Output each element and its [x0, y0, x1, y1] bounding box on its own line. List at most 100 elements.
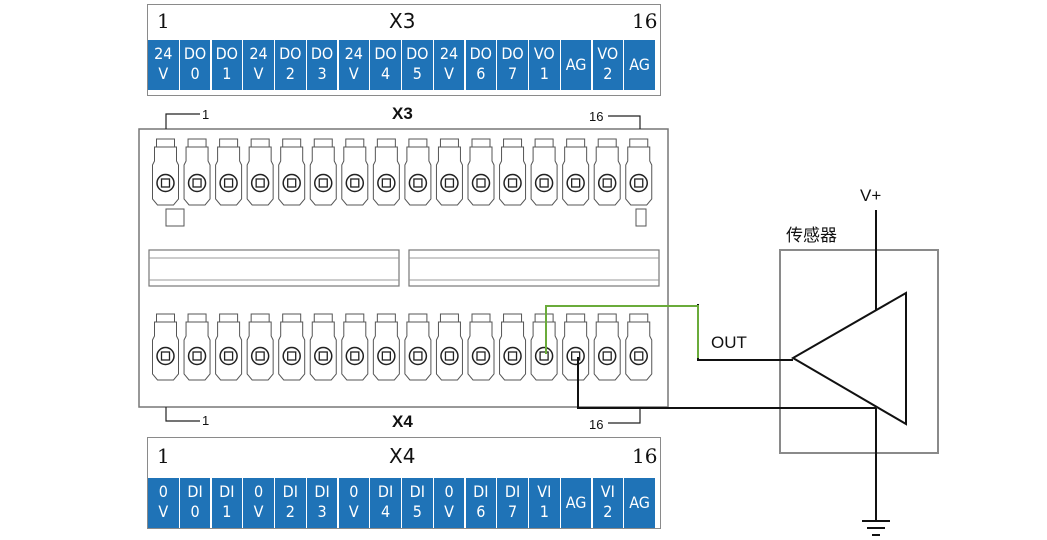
x4-terminal-tab-10	[439, 313, 459, 323]
x3-terminal-tab-1	[156, 138, 175, 148]
x4-terminal-screw-slot-3	[223, 351, 234, 361]
sensor-amplifier-symbol	[791, 291, 907, 426]
x3-terminal-screw-slot-1	[160, 178, 171, 188]
x4-terminal-screw-slot-6	[318, 351, 328, 361]
x4-terminal-screw-slot-12	[507, 351, 518, 361]
x4-terminal-tab-8	[376, 313, 396, 323]
x4-terminal-tab-5	[282, 313, 302, 323]
x3-terminal-tab-9	[408, 138, 428, 148]
ag-return-wire	[577, 357, 876, 409]
x4-header-title: X4	[389, 444, 416, 468]
x3-terminal-screw-slot-14	[571, 178, 581, 188]
x4-terminal-screw-slot-2	[192, 351, 202, 361]
x4-terminal-screw-slot-4	[255, 351, 265, 361]
x3-terminal-screw-slot-4	[255, 178, 265, 188]
x4-terminal-tab-4	[250, 313, 270, 323]
x3-terminal-tab-7	[345, 138, 365, 148]
x3-terminal-tab-16	[629, 138, 649, 148]
x4-terminal-tab-3	[219, 313, 239, 323]
x4-terminal-tab-15	[597, 313, 617, 323]
module-top-last-pin-label: 16	[589, 109, 604, 124]
x3-terminal-screw-slot-12	[507, 178, 518, 188]
ground-icon	[862, 520, 890, 536]
x3-terminal-screw-slot-2	[192, 178, 202, 188]
x4-terminal-tab-16	[629, 313, 649, 323]
x3-terminal-screw-slot-5	[287, 178, 297, 188]
x3-terminal-tab-2	[187, 138, 207, 148]
x4-terminal-screw-slot-13	[539, 351, 549, 361]
x3-latch-right	[635, 208, 647, 227]
x4-header-first-pin: 1	[157, 444, 170, 468]
supply-label: V+	[860, 186, 882, 205]
x3-terminal-screw-slot-13	[539, 178, 549, 188]
x3-terminal-tab-8	[376, 138, 396, 148]
bottom-bracket-right	[608, 407, 641, 424]
top-bracket-right	[608, 115, 641, 129]
x3-terminal-screw-slot-15	[602, 178, 612, 188]
x4-terminal-tab-14	[566, 313, 586, 323]
sensor-box	[779, 249, 939, 454]
x4-terminal-tab-12	[503, 313, 523, 323]
module-bottom-connector-label: X4	[392, 412, 413, 431]
x4-pin-14: AG	[560, 478, 593, 528]
x3-terminal-screw-slot-6	[318, 178, 328, 188]
x3-terminal-tab-5	[282, 138, 302, 148]
x4-terminal-screw-slot-15	[602, 351, 612, 361]
x3-header-first-pin: 1	[157, 9, 170, 33]
x4-terminal-tab-2	[187, 313, 207, 323]
x3-header-title: X3	[389, 9, 416, 33]
x4-pin-16: AG	[624, 478, 656, 528]
x4-terminal-screw-slot-11	[476, 351, 486, 361]
x3-terminal-screw-slot-10	[444, 178, 455, 188]
x4-terminal-tab-13	[534, 313, 554, 323]
x4-terminal-screw-slot-1	[160, 351, 171, 361]
x4-terminal-screw-slot-7	[350, 351, 360, 361]
x3-terminal-screw-slot-8	[381, 178, 392, 188]
x4-terminal-tab-1	[156, 313, 175, 323]
x3-header-last-pin: 16	[632, 9, 658, 33]
module-top-connector-label: X3	[392, 104, 413, 123]
x4-terminal-screw-slot-10	[444, 351, 455, 361]
x4-terminal-screw-slot-5	[287, 351, 297, 361]
x3-terminal-tab-13	[534, 138, 554, 148]
x3-pin-16: AG	[624, 40, 656, 90]
x3-terminal-screw-slot-3	[223, 178, 234, 188]
module-bottom-last-pin-label: 16	[589, 417, 604, 432]
x4-terminal-screw-slot-9	[413, 351, 423, 361]
x3-terminal-screw-slot-9	[413, 178, 423, 188]
x4-terminal-tab-6	[313, 313, 333, 323]
rail-right	[408, 249, 660, 287]
x3-terminal-tab-3	[219, 138, 239, 148]
vi1-signal-wire	[545, 305, 699, 358]
x3-terminal-tab-6	[313, 138, 333, 148]
sensor-name: 传感器	[786, 226, 837, 245]
x4-header-last-pin: 16	[632, 444, 658, 468]
x3-terminal-tab-11	[471, 138, 491, 148]
x3-terminal-screw-slot-16	[634, 178, 644, 188]
x3-terminal-tab-10	[439, 138, 459, 148]
x4-terminal-tab-7	[345, 313, 365, 323]
